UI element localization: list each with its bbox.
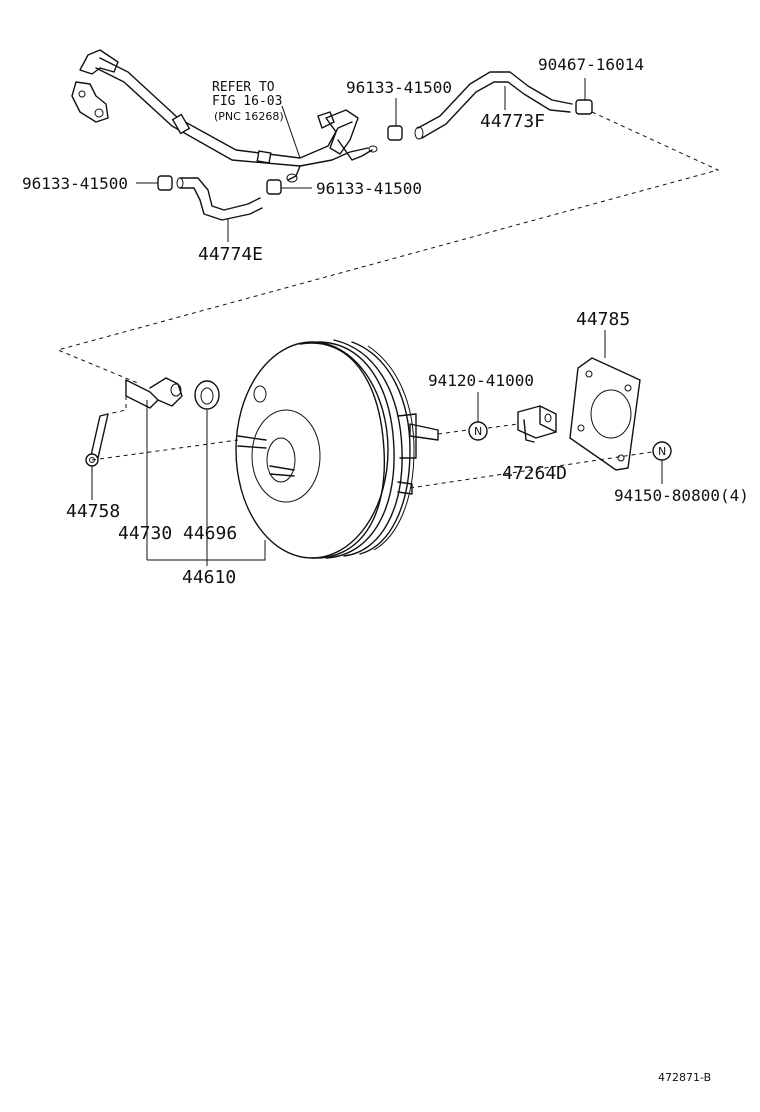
label-clip-mid: 96133-41500	[316, 179, 422, 198]
label-bracket: 44758	[66, 501, 120, 522]
label-nut-rod: 94120-41000	[428, 371, 534, 390]
connector-dashed	[56, 111, 720, 385]
label-gasket: 44785	[576, 309, 630, 330]
figure-id: 472871-B	[658, 1071, 711, 1084]
refer-note: REFER TO FIG 16-03 (PNC 16268)	[212, 80, 301, 159]
label-hose-top-right: 44773F	[480, 111, 545, 132]
gasket-44785: 44785	[569, 309, 641, 471]
clip-90467: 90467-16014	[538, 55, 644, 115]
label-booster-assy: 44610	[182, 567, 236, 588]
refer-line-1: REFER TO	[212, 80, 275, 95]
clip-mid: 96133-41500	[266, 179, 422, 198]
alignment-dashed	[91, 439, 239, 461]
label-check-valve: 44730	[118, 523, 172, 544]
nut-symbol-rod: N	[474, 425, 482, 438]
hose-44773f: 44773F	[414, 71, 573, 140]
brake-booster	[235, 339, 439, 559]
bracket-44758: 44758	[66, 396, 127, 522]
label-clip-top-center: 96133-41500	[346, 78, 452, 97]
label-clip-left: 96133-41500	[22, 174, 128, 193]
grommet-44696: 44696	[183, 380, 237, 560]
label-clevis: 47264D	[502, 463, 567, 484]
hose-44774e: 44774E	[176, 177, 263, 265]
label-nut-mount: 94150-80800(4)	[614, 486, 749, 505]
nut-symbol-mount: N	[658, 445, 666, 458]
refer-line-3: (PNC 16268)	[214, 110, 284, 123]
clip-top-center: 96133-41500	[346, 78, 452, 141]
refer-line-2: FIG 16-03	[212, 94, 282, 109]
clip-left: 96133-41500	[22, 174, 173, 193]
clevis-47264d: 47264D	[502, 405, 567, 484]
label-grommet: 44696	[183, 523, 237, 544]
label-hose-left: 44774E	[198, 244, 263, 265]
assy-bracket: 44610	[147, 540, 266, 588]
nut-94150: N 94150-80800(4)	[409, 441, 749, 505]
vacuum-pipe-assembly	[71, 49, 378, 183]
check-valve-44730: 44730	[118, 377, 183, 560]
nut-94120: N 94120-41000	[428, 371, 534, 441]
label-clip-top-right: 90467-16014	[538, 55, 644, 74]
